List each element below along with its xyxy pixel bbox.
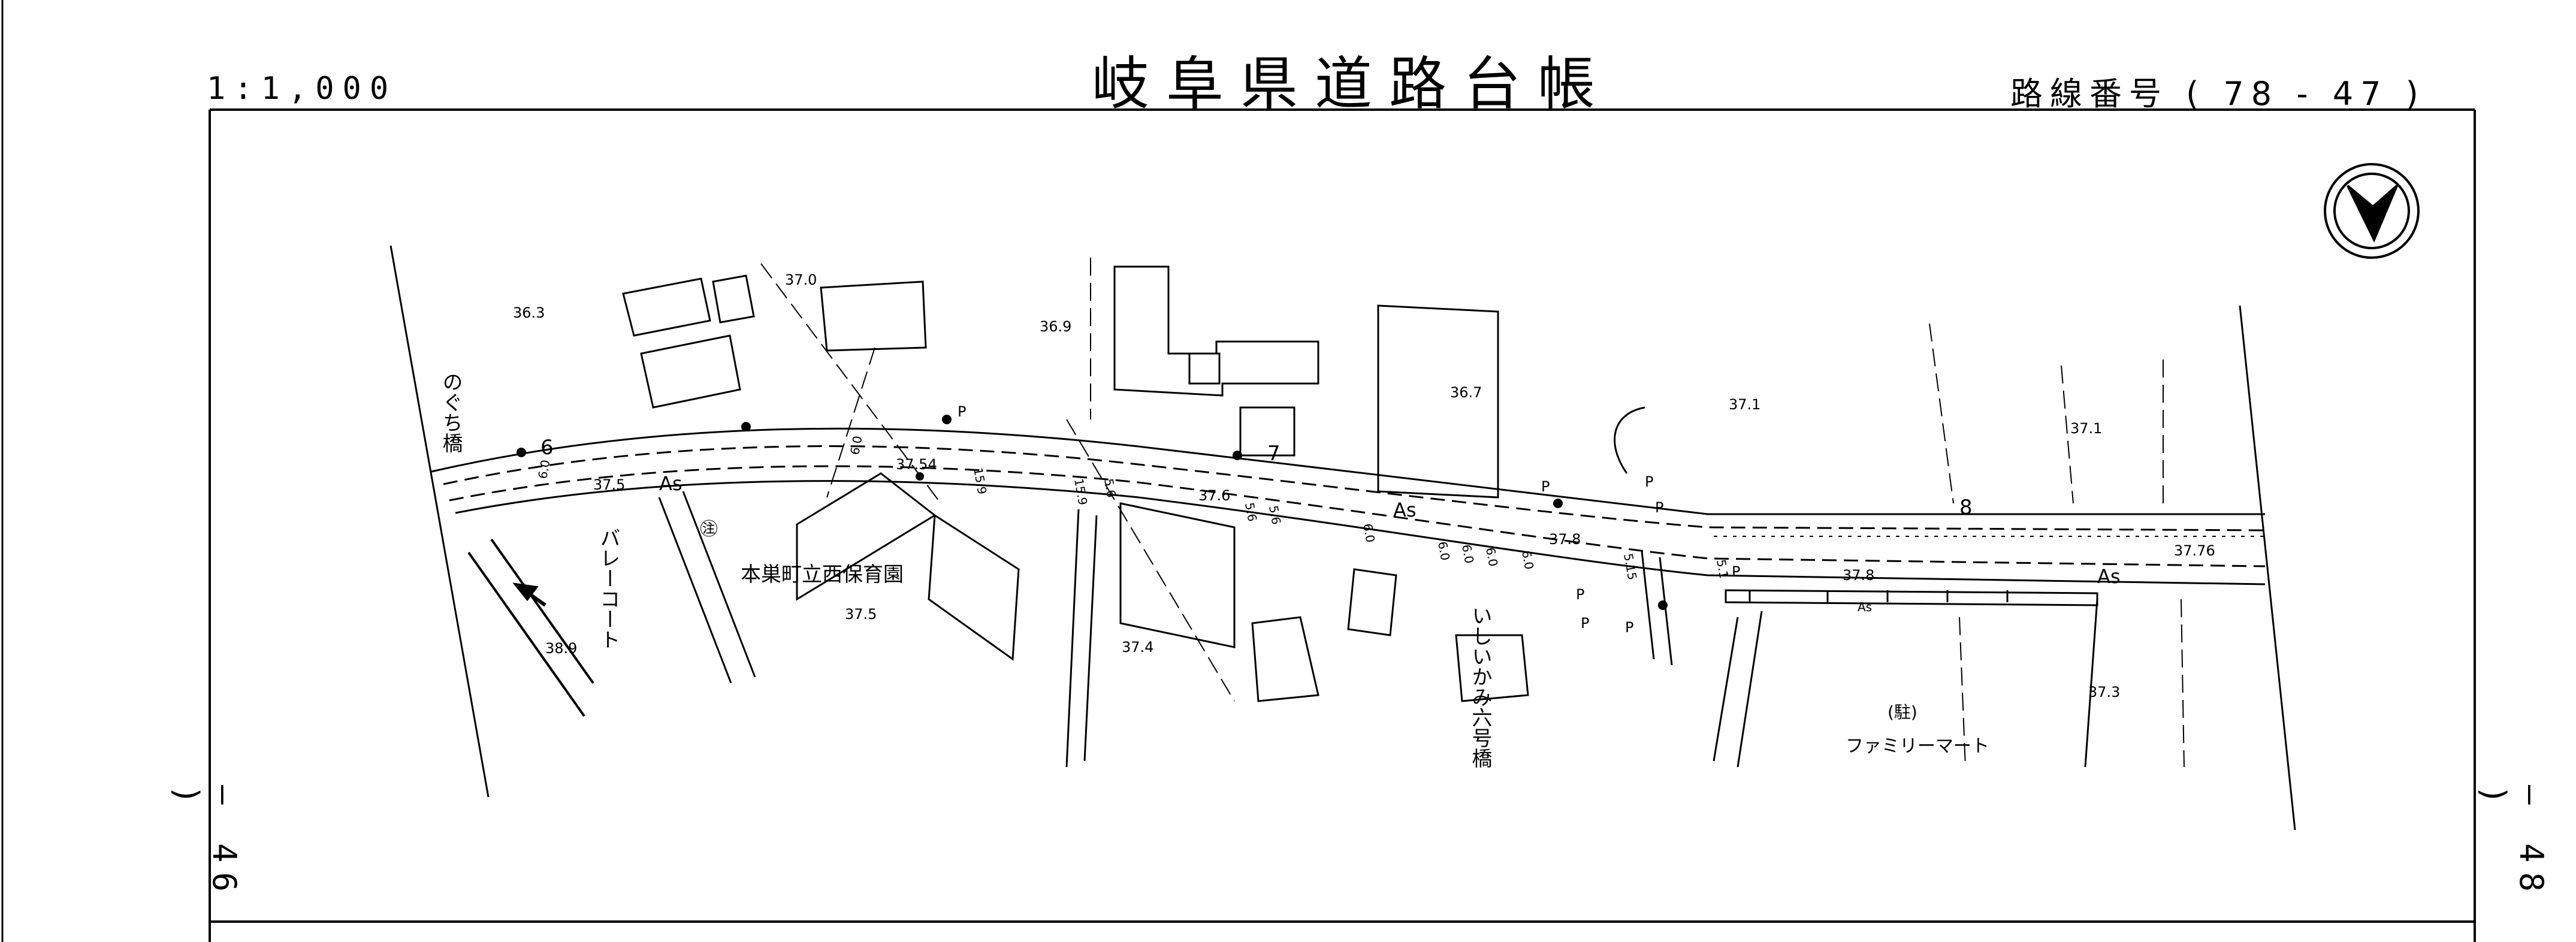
elevation-label: 37.0	[785, 271, 817, 288]
width-label: 5.6	[1266, 505, 1284, 526]
width-label: 5.6	[1242, 502, 1260, 523]
elevation-label: 37.54	[896, 456, 937, 473]
parking-label-2: (駐)	[1888, 702, 1917, 722]
width-label: 6.0	[535, 458, 552, 479]
left-page-marker: — 46 )	[168, 785, 243, 902]
width-label: 6.0	[1360, 523, 1378, 544]
map-labels: のぐち橋 バレーコート 本巣町立西保育園 ㊟ いしいかみ六号橋 (駐) ファミリ…	[439, 271, 2215, 768]
property-lines	[760, 258, 2185, 768]
page-title: 岐阜県道路台帳	[1092, 50, 1612, 117]
elevation-label: 37.1	[2070, 420, 2102, 437]
volley-court	[467, 538, 594, 717]
width-label: 15.9	[1071, 478, 1090, 506]
surface-label: As	[1858, 600, 1872, 614]
parking-label-1: ㊟	[700, 519, 718, 540]
width-label: 6.0	[1459, 544, 1476, 564]
elevation-label: 36.9	[1040, 318, 1071, 335]
survey-points	[517, 415, 1668, 610]
p-mark: P	[1625, 619, 1633, 636]
width-label: 6.0	[1483, 547, 1500, 567]
p-mark: P	[1655, 499, 1663, 516]
elevation-label: 37.8	[1843, 567, 1874, 584]
p-mark: P	[958, 403, 966, 420]
ishikami-bridge-label: いしいかみ六号橋	[1468, 605, 1492, 768]
p-mark: P	[1541, 478, 1550, 495]
map-scale: 1:1,000	[207, 71, 397, 107]
volley-court-label: バレーコート	[596, 527, 620, 650]
buildings	[622, 265, 2098, 768]
elevation-label: 36.7	[1450, 384, 1482, 401]
surface-label: As	[659, 472, 682, 495]
main-road	[431, 427, 2266, 606]
family-mart-label: ファミリーマート	[1846, 736, 1989, 757]
route-prefix: 路線番号	[2010, 75, 2169, 113]
nursery-label: 本巣町立西保育園	[741, 563, 904, 587]
surface-label: As	[1393, 499, 1417, 521]
p-mark: P	[1645, 473, 1653, 490]
map-edges	[389, 245, 2296, 831]
elevation-label: 37.76	[2174, 542, 2215, 559]
width-label: 6.0	[1519, 550, 1536, 570]
width-label: 6.0	[1435, 541, 1452, 561]
p-mark: P	[1732, 563, 1740, 580]
p-mark: P	[1576, 586, 1584, 603]
elevation-label: 37.8	[1549, 531, 1581, 548]
elevation-label: 37.4	[1122, 639, 1153, 656]
width-label: 5.15	[1621, 552, 1639, 581]
north-arrow-icon	[2324, 163, 2420, 259]
map-frame	[1, 0, 2476, 942]
width-label: 5.6	[1101, 478, 1119, 499]
route-number: 路線番号 ( 78 - 47 )	[2010, 67, 2426, 114]
elevation-label: 37.6	[1198, 487, 1230, 504]
elevation-label: 36.3	[513, 304, 545, 321]
width-label: 6.0	[847, 434, 865, 455]
elevation-label: 38.9	[545, 640, 577, 657]
elevation-label: 37.1	[1729, 396, 1760, 413]
elevation-label: 37.5	[593, 476, 625, 493]
point-number: 7	[1267, 442, 1281, 466]
right-page-marker: — 48 )	[2475, 785, 2550, 902]
width-label: 5.1	[1714, 558, 1731, 579]
surface-label: As	[2097, 565, 2121, 588]
route-value: ( 78 - 47 )	[2186, 75, 2426, 113]
elevation-label: 37.5	[845, 606, 877, 623]
noguchi-bridge-label: のぐち橋	[439, 372, 463, 453]
point-number: 8	[1959, 496, 1973, 520]
p-mark: P	[1581, 615, 1589, 632]
point-number: 6	[540, 436, 554, 460]
elevation-label: 37.3	[2088, 684, 2120, 701]
